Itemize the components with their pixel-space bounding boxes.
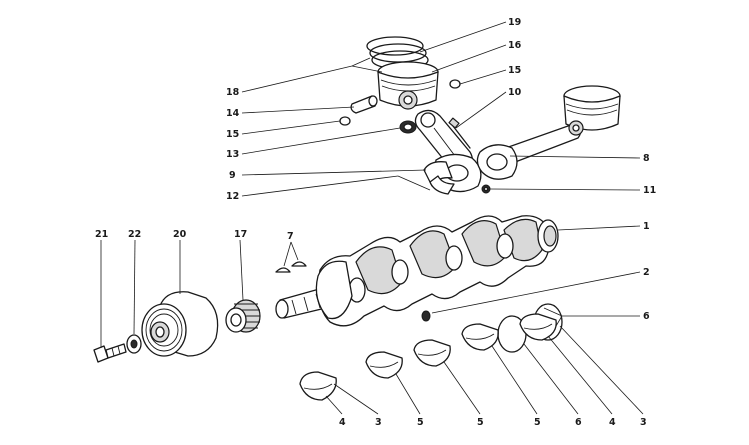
callout-3: 3 [375,417,382,428]
crankshaft [275,215,559,327]
callout-6: 6 [575,417,582,428]
callout-19: 19 [508,17,521,28]
callout-5: 5 [534,417,541,428]
oil-plug [421,310,431,322]
callout-3: 3 [640,417,647,428]
callout-20: 20 [173,229,187,240]
callout-13: 13 [226,149,239,160]
piston-pin [350,95,378,114]
callout-12: 12 [226,191,239,202]
washer [126,334,142,354]
callout-2: 2 [643,267,650,278]
damper-pulley [141,291,219,357]
circlip-left [339,116,351,126]
callout-15: 15 [508,65,521,76]
callout-9: 9 [229,170,236,181]
big-end-bearing-shells [423,161,455,195]
connecting-rod-upper [414,109,482,193]
callout-15: 15 [226,129,239,140]
callout-5: 5 [417,417,424,428]
callout-10: 10 [508,87,522,98]
piston-upper [377,61,439,110]
piston-assembly-upper [339,36,482,195]
small-end-bush [399,120,417,134]
timing-gear [225,299,261,333]
callout-17: 17 [234,229,247,240]
circlip-right [449,79,461,89]
callout-14: 14 [226,108,240,119]
woodruff-keys [275,261,307,273]
callout-4: 4 [609,417,616,428]
callout-6: 6 [643,311,650,322]
callout-18: 18 [226,87,240,98]
main-bearing-shells [299,303,563,401]
callout-labels: 19 16 15 18 10 14 15 13 8 9 11 12 1 21 2… [95,17,656,428]
callout-5: 5 [477,417,484,428]
pulley-bolt [93,343,127,363]
leader-lines [100,21,644,415]
callout-1: 1 [643,221,650,232]
callout-8: 8 [643,153,650,164]
callout-7: 7 [287,231,294,242]
piston-assembly-right [476,85,621,194]
callout-22: 22 [128,229,141,240]
callout-16: 16 [508,40,522,51]
callout-4: 4 [339,417,346,428]
callout-11: 11 [643,185,656,196]
callout-21: 21 [95,229,108,240]
